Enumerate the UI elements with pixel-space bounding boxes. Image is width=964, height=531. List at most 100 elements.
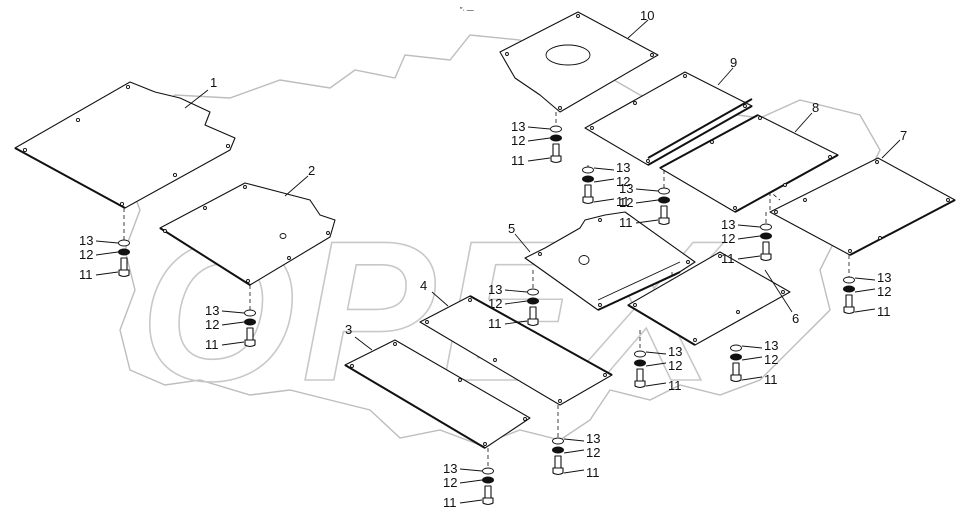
header-mark: ″· —: [460, 7, 474, 14]
lock-washer-icon: [550, 134, 562, 142]
leader-line: [527, 157, 551, 162]
bolt-label: 11: [488, 316, 502, 331]
washer-label: 13: [586, 431, 600, 446]
lock-washer-icon: [658, 196, 670, 204]
bolt-shank-icon: [554, 455, 562, 469]
flat-washer-icon: [658, 187, 670, 195]
bolt-head-icon: [550, 155, 562, 164]
lock-washer-label: 12: [616, 174, 630, 189]
callout-7: 7: [900, 128, 907, 143]
bolt-label: 11: [205, 337, 219, 352]
leader-line: [741, 345, 763, 349]
callout-3: 3: [345, 322, 352, 337]
leader-line: [737, 235, 761, 240]
callout-5: 5: [508, 221, 515, 236]
plate-2: 2: [159, 163, 336, 286]
bolt-label: 11: [586, 465, 600, 480]
watermark-gear-outline: [119, 34, 881, 446]
leader-line: [854, 288, 876, 293]
lock-washer-label: 12: [668, 358, 682, 373]
leader-line: [459, 499, 483, 504]
plate-1: 1: [14, 75, 236, 209]
flat-washer-icon: [760, 223, 772, 231]
leader-line: [593, 198, 615, 203]
callout-8: 8: [812, 100, 819, 115]
lock-washer-icon: [843, 285, 855, 293]
bolt-head-icon: [658, 217, 670, 226]
lock-washer-icon: [527, 297, 539, 305]
leader-line: [563, 449, 585, 454]
leader-line: [504, 300, 528, 305]
plate-8: 8: [659, 100, 839, 213]
bolt-head-icon: [634, 380, 646, 389]
washer-label: 13: [511, 119, 525, 134]
bolt-label: 11: [877, 304, 891, 319]
leader-line: [635, 188, 659, 192]
washer-label: 13: [443, 461, 457, 476]
washer-label: 13: [616, 160, 630, 175]
callout-10: 10: [640, 8, 654, 23]
bolt-shank-icon: [636, 368, 644, 382]
flat-washer-icon: [843, 276, 855, 284]
flat-washer-icon: [118, 239, 130, 247]
washer-label: 13: [721, 217, 735, 232]
leader-line: [737, 255, 761, 260]
bolt-head-icon: [552, 467, 564, 476]
leader-line: [95, 251, 119, 256]
bolt-shank-icon: [584, 184, 592, 198]
washer-label: 13: [877, 270, 891, 285]
flat-washer-icon: [244, 309, 256, 317]
bolt-head-icon: [730, 374, 742, 383]
flat-washer-icon: [527, 288, 539, 296]
callout-9: 9: [730, 55, 737, 70]
bolt-shank-icon: [732, 362, 740, 376]
washer-label: 13: [205, 303, 219, 318]
leader-line: [504, 320, 528, 325]
lock-washer-label: 12: [79, 247, 93, 262]
plate-7: 7: [767, 128, 956, 256]
bolt-shank-icon: [120, 257, 128, 271]
flat-washer-icon: [582, 166, 594, 174]
lock-washer-icon: [760, 232, 772, 240]
bolt-head-icon: [582, 196, 594, 205]
washer-label: 13: [764, 338, 778, 353]
bolt-shank-icon: [552, 143, 560, 157]
bolt-shank-icon: [845, 294, 853, 308]
lock-washer-label: 12: [443, 475, 457, 490]
lock-washer-icon: [552, 446, 564, 454]
plate-4: 4: [419, 278, 613, 406]
lock-washer-icon: [634, 359, 646, 367]
lock-washer-label: 12: [764, 352, 778, 367]
leader-line: [854, 308, 876, 313]
leader-line: [563, 469, 585, 474]
washer-label: 13: [668, 344, 682, 359]
flat-washer-icon: [550, 125, 562, 133]
leader-line: [221, 341, 245, 346]
bolt-head-icon: [843, 306, 855, 315]
leader-line: [635, 219, 659, 224]
leader-line: [95, 271, 119, 276]
bolt-label: 11: [79, 267, 93, 282]
lock-washer-label: 12: [488, 296, 502, 311]
plate-9: 9: [584, 55, 753, 166]
callout-2: 2: [308, 163, 315, 178]
callout-6: 6: [792, 311, 799, 326]
lock-washer-icon: [730, 353, 742, 361]
leader-line: [459, 479, 483, 484]
flat-washer-icon: [730, 344, 742, 352]
washer-label: 13: [619, 181, 633, 196]
bolt-shank-icon: [246, 327, 254, 341]
leader-line: [645, 351, 667, 355]
bolt-shank-icon: [529, 306, 537, 320]
bolt-head-icon: [482, 497, 494, 506]
